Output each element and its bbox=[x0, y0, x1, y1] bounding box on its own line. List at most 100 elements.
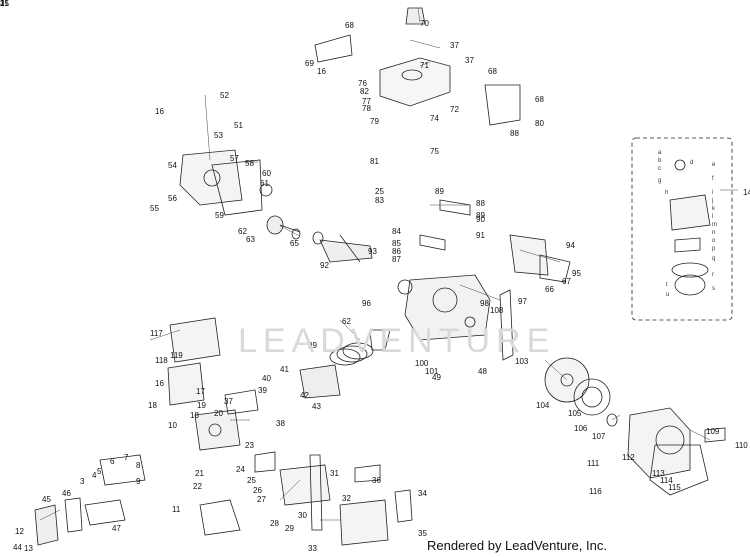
part-number-label[interactable]: 77 bbox=[362, 97, 371, 106]
part-number-label[interactable]: 110 bbox=[735, 441, 748, 450]
part-number-label[interactable]: 89 bbox=[476, 211, 485, 220]
part-number-label[interactable]: 54 bbox=[168, 161, 177, 170]
part-number-label[interactable]: 14 bbox=[743, 188, 750, 197]
part-number-label[interactable]: 16 bbox=[317, 67, 326, 76]
part-number-label[interactable]: 15 bbox=[0, 0, 9, 8]
part-number-label[interactable]: 106 bbox=[574, 424, 588, 433]
part-number-label[interactable]: 112 bbox=[622, 453, 635, 462]
part-number-label[interactable]: 59 bbox=[215, 211, 224, 220]
part-number-label[interactable]: 111 bbox=[587, 459, 600, 468]
part-number-label[interactable]: 75 bbox=[430, 147, 439, 156]
part-number-label[interactable]: 56 bbox=[168, 194, 177, 203]
part-number-label[interactable]: 90 bbox=[476, 215, 485, 224]
part-number-label[interactable]: 109 bbox=[706, 427, 720, 436]
part-number-label[interactable]: 104 bbox=[536, 401, 550, 410]
part-number-label[interactable]: 71 bbox=[420, 61, 429, 70]
part-number-label[interactable]: 43 bbox=[312, 402, 321, 411]
part-number-label[interactable]: 25 bbox=[247, 476, 256, 485]
part-number-label[interactable]: 22 bbox=[193, 482, 202, 491]
part-number-label[interactable]: 79 bbox=[370, 117, 379, 126]
part-number-label[interactable]: 48 bbox=[478, 367, 487, 376]
part-number-label[interactable]: 6 bbox=[110, 457, 115, 466]
part-number-label[interactable]: 89 bbox=[435, 187, 444, 196]
part-number-label[interactable]: 31 bbox=[0, 0, 9, 8]
part-number-label[interactable]: 7 bbox=[124, 453, 129, 462]
part-number-label[interactable]: 21 bbox=[195, 469, 204, 478]
part-number-label[interactable]: 49 bbox=[432, 373, 441, 382]
part-number-label[interactable]: 85 bbox=[392, 239, 401, 248]
part-number-label[interactable]: 81 bbox=[370, 157, 379, 166]
part-number-label[interactable]: 33 bbox=[308, 544, 317, 553]
part-number-label[interactable]: 30 bbox=[298, 511, 307, 520]
part-number-label[interactable]: 117 bbox=[150, 329, 163, 338]
part-number-label[interactable]: 61 bbox=[260, 179, 269, 188]
part-number-label[interactable]: 37 bbox=[450, 41, 459, 50]
part-number-label[interactable]: 45 bbox=[42, 495, 51, 504]
part-number-label[interactable]: 108 bbox=[490, 306, 504, 315]
part-number-label[interactable]: 80 bbox=[535, 119, 544, 128]
part-number-label[interactable]: 13 bbox=[24, 544, 33, 553]
part-number-label[interactable]: 94 bbox=[566, 241, 575, 250]
part-number-label[interactable]: 103 bbox=[515, 357, 529, 366]
part-number-label[interactable]: 98 bbox=[480, 299, 489, 308]
part-number-label[interactable]: 78 bbox=[362, 104, 371, 113]
part-number-label[interactable]: 101 bbox=[425, 367, 439, 376]
part-number-label[interactable]: 42 bbox=[300, 391, 309, 400]
part-number-label[interactable]: 1 bbox=[0, 0, 5, 8]
part-number-label[interactable]: 93 bbox=[368, 247, 377, 256]
part-number-label[interactable]: 86 bbox=[392, 247, 401, 256]
part-number-label[interactable]: 24 bbox=[236, 465, 245, 474]
part-number-label[interactable]: 8 bbox=[136, 461, 141, 470]
part-number-label[interactable]: 83 bbox=[375, 196, 384, 205]
part-number-label[interactable]: 60 bbox=[262, 169, 271, 178]
part-number-label[interactable]: 68 bbox=[488, 67, 497, 76]
part-number-label[interactable]: 23 bbox=[245, 441, 254, 450]
part-number-label[interactable]: 82 bbox=[360, 87, 369, 96]
part-number-label[interactable]: 40 bbox=[262, 374, 271, 383]
part-number-label[interactable]: 116 bbox=[589, 487, 602, 496]
part-number-label[interactable]: 16 bbox=[155, 107, 164, 116]
part-number-label[interactable]: 17 bbox=[196, 387, 205, 396]
part-number-label[interactable]: 35 bbox=[418, 529, 427, 538]
part-number-label[interactable]: 44 bbox=[13, 543, 22, 552]
part-number-label[interactable]: 105 bbox=[568, 409, 582, 418]
part-number-label[interactable]: 36 bbox=[372, 476, 381, 485]
part-number-label[interactable]: 51 bbox=[234, 121, 243, 130]
part-number-label[interactable]: 9 bbox=[136, 477, 141, 486]
part-number-label[interactable]: 26 bbox=[253, 486, 262, 495]
part-number-label[interactable]: 57 bbox=[230, 154, 239, 163]
part-number-label[interactable]: 18 bbox=[190, 411, 199, 420]
part-number-label[interactable]: 115 bbox=[668, 483, 681, 492]
part-number-label[interactable]: 88 bbox=[476, 199, 485, 208]
part-number-label[interactable]: 68 bbox=[345, 21, 354, 30]
part-number-label[interactable]: 118 bbox=[155, 356, 168, 365]
part-number-label[interactable]: 39 bbox=[258, 386, 267, 395]
part-number-label[interactable]: 32 bbox=[342, 494, 351, 503]
part-number-label[interactable]: 95 bbox=[572, 269, 581, 278]
part-number-label[interactable]: 25 bbox=[375, 187, 384, 196]
part-number-label[interactable]: 65 bbox=[290, 239, 299, 248]
part-number-label[interactable]: 62 bbox=[238, 227, 247, 236]
part-number-label[interactable]: 67 bbox=[562, 277, 571, 286]
part-number-label[interactable]: 16 bbox=[155, 379, 164, 388]
part-number-label[interactable]: 99 bbox=[308, 341, 317, 350]
part-number-label[interactable]: 53 bbox=[214, 131, 223, 140]
part-number-label[interactable]: 119 bbox=[170, 351, 183, 360]
part-number-label[interactable]: 11 bbox=[172, 505, 181, 514]
part-number-label[interactable]: 74 bbox=[430, 114, 439, 123]
part-number-label[interactable]: 87 bbox=[392, 255, 401, 264]
part-number-label[interactable]: 41 bbox=[280, 365, 289, 374]
part-number-label[interactable]: 91 bbox=[476, 231, 485, 240]
part-number-label[interactable]: 69 bbox=[305, 59, 314, 68]
part-number-label[interactable]: 2 bbox=[0, 0, 5, 8]
part-number-label[interactable]: 58 bbox=[245, 159, 254, 168]
part-number-label[interactable]: 4 bbox=[92, 471, 97, 480]
part-number-label[interactable]: 34 bbox=[418, 489, 427, 498]
part-number-label[interactable]: 3 bbox=[80, 477, 85, 486]
part-number-label[interactable]: 5 bbox=[97, 467, 102, 476]
part-number-label[interactable]: 96 bbox=[362, 299, 371, 308]
part-number-label[interactable]: 76 bbox=[358, 79, 367, 88]
part-number-label[interactable]: 84 bbox=[392, 227, 401, 236]
part-number-label[interactable]: 68 bbox=[535, 95, 544, 104]
part-number-label[interactable]: 10 bbox=[168, 421, 177, 430]
